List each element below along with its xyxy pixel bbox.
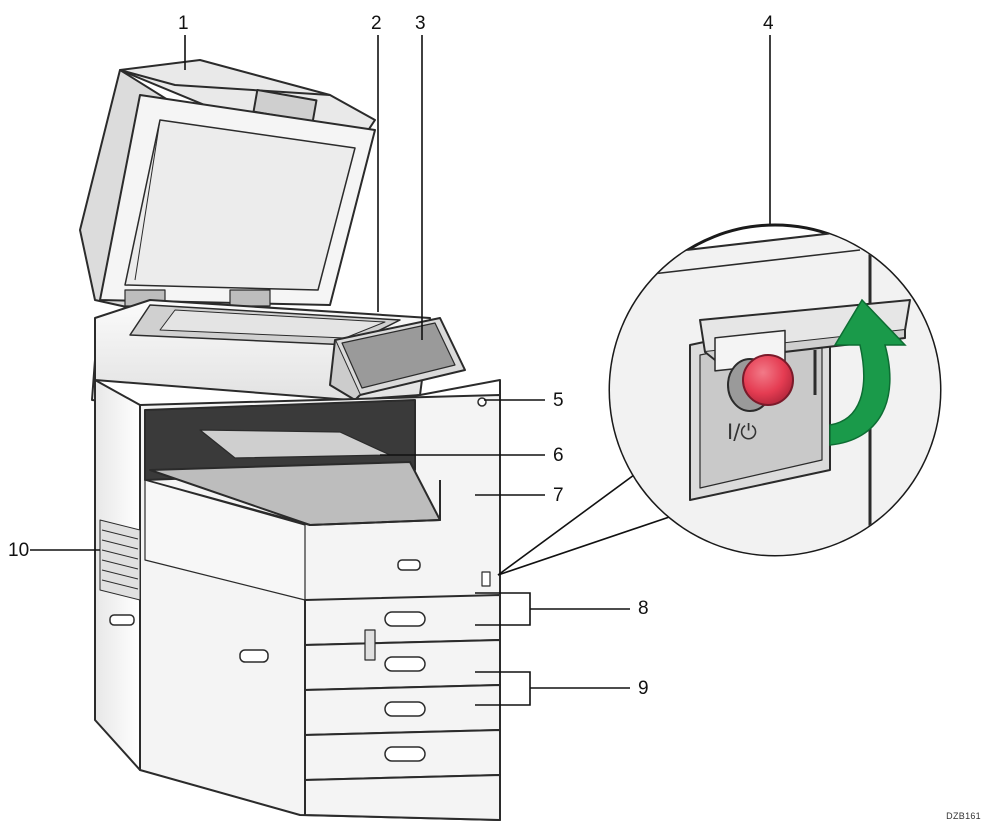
leader-lines — [30, 35, 771, 706]
callout-8: 8 — [638, 598, 649, 619]
callout-2: 2 — [371, 13, 382, 34]
callout-10: 10 — [8, 540, 30, 561]
figure-code: DZB161 — [946, 811, 981, 821]
power-symbol-icon: I/⏻ — [727, 420, 757, 444]
green-curved-arrow-icon — [829, 298, 907, 446]
callout-1: 1 — [178, 13, 189, 34]
callout-7: 7 — [553, 485, 564, 506]
callout-9: 9 — [638, 678, 649, 699]
callout-3: 3 — [415, 13, 426, 34]
callout-5: 5 — [553, 390, 564, 411]
callout-6: 6 — [553, 445, 564, 466]
power-switch-zoom — [608, 223, 942, 557]
adf-lid — [79, 59, 376, 311]
callout-4: 4 — [763, 13, 774, 34]
paper-trays — [304, 594, 501, 821]
ventilation-grille — [99, 519, 141, 601]
control-panel — [329, 317, 466, 401]
red-power-button — [742, 354, 794, 406]
